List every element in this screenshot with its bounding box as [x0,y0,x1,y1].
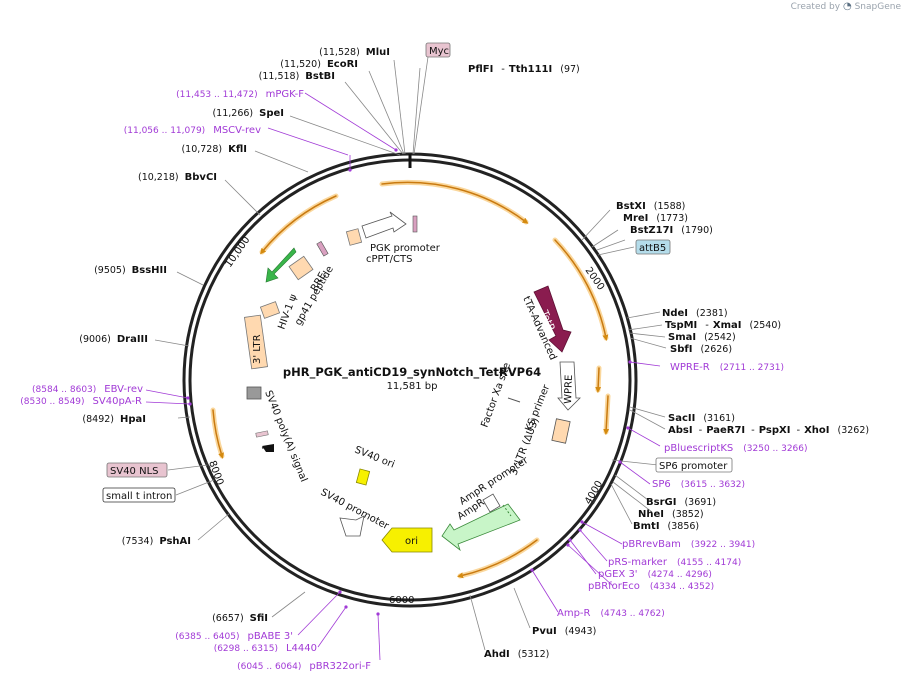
attb5-box [635,239,671,255]
tick-10000: 10,000 [223,235,252,270]
ampr-promoter-arrow [482,493,501,513]
snapgene-brand: Created by ◔ SnapGene [790,1,901,12]
site-sacii: SacII(3161) [668,413,735,424]
polya-marker [262,444,274,452]
primer-ebv-rev: (8584 .. 8603)EBV-rev [32,384,143,395]
ori-arrow [381,527,433,553]
site-ecori: (11,520)EcoRI [280,59,358,70]
tetr-arrow [533,285,572,353]
sv40-ori-box [355,468,371,486]
site-tspmi: TspMI-XmaI(2540) [665,320,781,331]
plasmid-name: pHR_PGK_antiCD19_synNotch_TetRVP64 [283,365,541,380]
primers-left: (11,453 .. 11,472)mPGK-F (11,056 .. 11,0… [20,89,371,672]
cppt-label: cPPT/CTS [366,254,412,265]
ltr3-left-label: 3' LTR [252,334,263,364]
rre-box [288,255,314,281]
sp6-promoter-box [655,457,733,473]
site-smai: SmaI(2542) [668,332,736,343]
site-kfli: (10,728)KflI [181,144,247,155]
primer-pbrforeco: pBRforEco(4334 .. 4352) [588,581,714,592]
myc-text: Myc [429,46,449,57]
arc-left-top [259,193,339,255]
ltr3-left-box [244,314,268,370]
hiv-psi-box [259,301,281,319]
pgk-label: PGK promoter [370,243,441,254]
factor-xa-tick [507,397,521,403]
boxed-leaders [167,56,659,496]
site-mlui: (11,528)MluI [319,47,390,58]
primer-sp6: SP6(3615 .. 3632) [652,479,745,490]
sv40-polya-label: SV40 poly(A) signal [262,389,309,484]
site-spei: (11,266)SpeI [212,108,284,119]
ori-label: ori [405,536,418,547]
site-sbfi: SbfI(2626) [670,344,732,355]
feature-ticks [205,432,598,505]
primer-pbluescriptks: pBluescriptKS(3250 .. 3266) [664,443,808,454]
arc-bottom [457,537,540,579]
ampr-arrow [441,503,521,552]
site-ndei: NdeI(2381) [662,308,728,319]
primer-l4440: (6298 .. 6315)L4440 [214,643,317,654]
sites-right: PflFI-Tth111I(97) BstXI(1588) MreI(1773)… [468,64,869,660]
site-bstxi: BstXI(1588) [616,201,685,212]
site-draiii: (9006)DraIII [79,334,148,345]
small-t-intron-text: small t intron [106,491,172,502]
site-pflfi: PflFI-Tth111I(97) [468,64,580,75]
sv40-nls-text: SV40 NLS [110,466,159,477]
myc-marker [412,215,418,233]
plasmid-length: 11,581 bp [387,381,438,392]
site-pvui: PvuI(4943) [532,626,596,637]
primer-pbr322ori-f: (6045 .. 6064)pBR322ori-F [237,661,371,672]
primer-marks [186,148,632,616]
site-bmti: BmtI(3856) [633,521,699,532]
sp6-promoter-text: SP6 promoter [659,461,728,472]
site-bbvci: (10,218)BbvCI [138,172,217,183]
primer-mscv-rev: (11,056 .. 11,079)MSCV-rev [124,125,261,136]
primer-sv40pa-r: (8530 .. 8549)SV40pA-R [20,396,142,407]
primer-wpre-r: WPRE-R(2711 .. 2731) [670,362,784,373]
myc-box [425,42,451,58]
small-t-marker [255,430,269,438]
primer-pbabe3: (6385 .. 6405)pBABE 3' [175,631,293,642]
site-bstbi: (11,518)BstBI [259,71,335,82]
primer-prs-marker: pRS-marker(4155 .. 4174) [608,557,741,568]
ltr3-right-box [551,418,571,444]
site-pshai: (7534)PshAI [122,536,191,547]
site-mrei: MreI(1773) [623,213,688,224]
site-nhei: NheI(3852) [638,509,704,520]
primer-amp-r: Amp-R(4743 .. 4762) [557,608,665,619]
sv40-nls-box [106,462,168,478]
site-sfii: (6657)SfiI [212,613,268,624]
site-absi: AbsI-PaeR7I-PspXI-XhoI(3262) [668,425,869,436]
pgk-arrow [361,211,407,239]
site-leaders [154,59,667,651]
site-hpai: (8492)HpaI [82,414,146,425]
site-bstz17i: BstZ17I(1790) [630,225,713,236]
primer-pbrrevbam: pBRrevBam(3922 .. 3941) [622,539,755,550]
tick-6000: 6000 [389,595,414,606]
cppt-box [345,228,363,246]
site-ahdi: AhdI(5312) [484,649,549,660]
snapgene-logo-icon: ◔ [842,1,852,12]
green-arrow [265,247,297,283]
orange-arcs [210,179,611,579]
attb5-text: attB5 [639,243,666,254]
sv40-polya-box [246,386,262,400]
site-bsshii: (9505)BssHII [94,265,167,276]
hiv-psi-label: HIV-1 ψ [276,293,299,331]
sv40-promoter-arrow [339,515,365,537]
sites-left: (11,528)MluI (11,520)EcoRI (11,518)BstBI… [79,47,390,624]
wpre-label: WPRE [563,375,575,405]
primer-mpgk-f: (11,453 .. 11,472)mPGK-F [176,89,304,100]
primer-pgex3: pGEX 3'(4274 .. 4296) [598,569,712,580]
gp41-box [316,241,329,257]
site-bsrgi: BsrGI(3691) [646,497,716,508]
wpre-arrow [557,361,581,411]
small-t-intron-box [102,487,176,503]
sv40-ori-label: SV40 ori [353,445,396,471]
primers-right: WPRE-R(2711 .. 2731) pBluescriptKS(3250 … [557,362,808,619]
primer-leaders [145,92,661,661]
